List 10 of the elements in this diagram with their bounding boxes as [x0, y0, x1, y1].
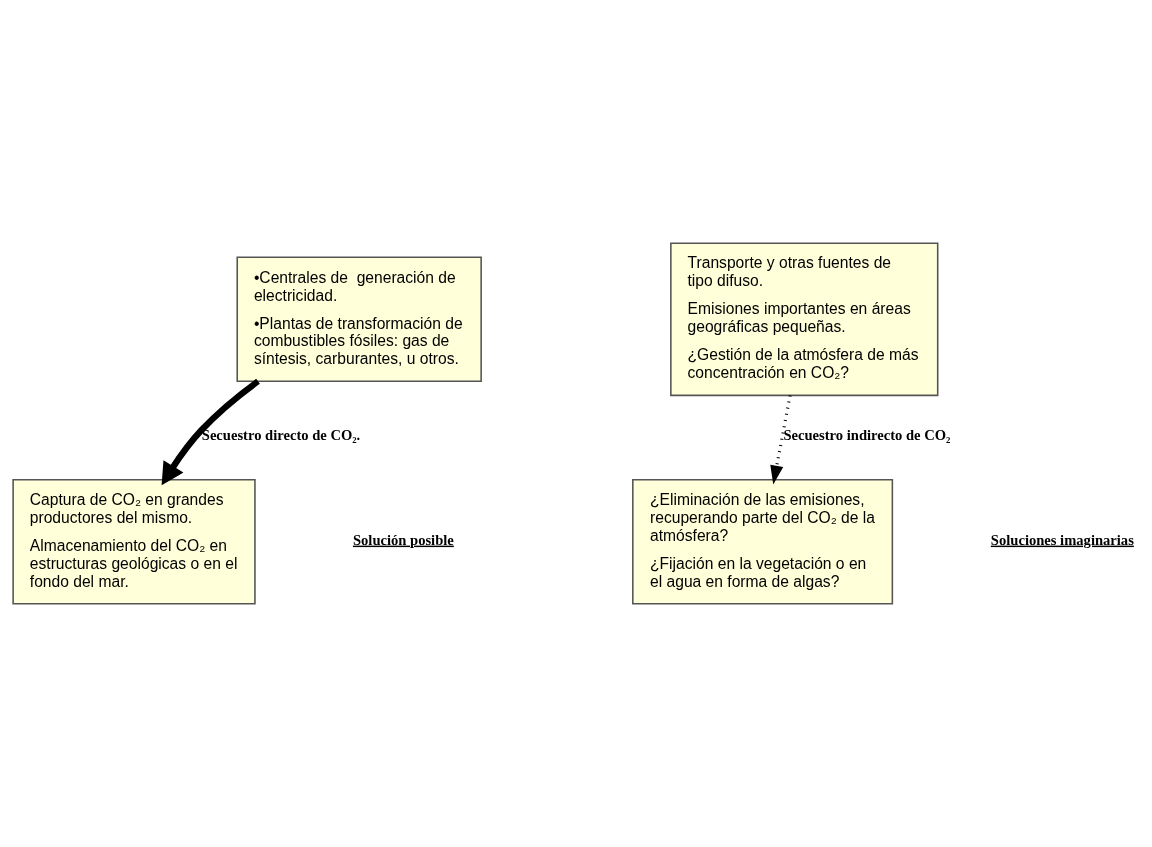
node-box: •Centrales de generación de electricidad. •Plantas de transformación de combustibles fósiles: gas de síntesis, carburantes, u otros. [236, 256, 482, 383]
arrow [770, 395, 792, 485]
node-box: Captura de CO₂ en grandes productores del mismo. Almacenamiento del CO₂ en estructuras geológicas o en el fondo del mar. [12, 479, 256, 605]
edge-label: Secuestro indirecto de CO₂ [783, 427, 951, 444]
node-box: ¿Eliminación de las emisiones, recuperando parte del CO₂ de la atmósfera? ¿Fijación en la vegetación o en el agua en forma de algas? [632, 479, 894, 605]
label: Solución posible [352, 531, 454, 548]
label: Soluciones imaginarias [990, 531, 1134, 548]
edge-label: Secuestro directo de CO₂. [201, 427, 361, 444]
node-box: Transporte y otras fuentes de tipo difuso. Emisiones importantes en áreas geográficas pequeñas. ¿Gestión de la atmósfera de más concentración en CO₂? [670, 242, 939, 397]
arrow [161, 378, 260, 486]
